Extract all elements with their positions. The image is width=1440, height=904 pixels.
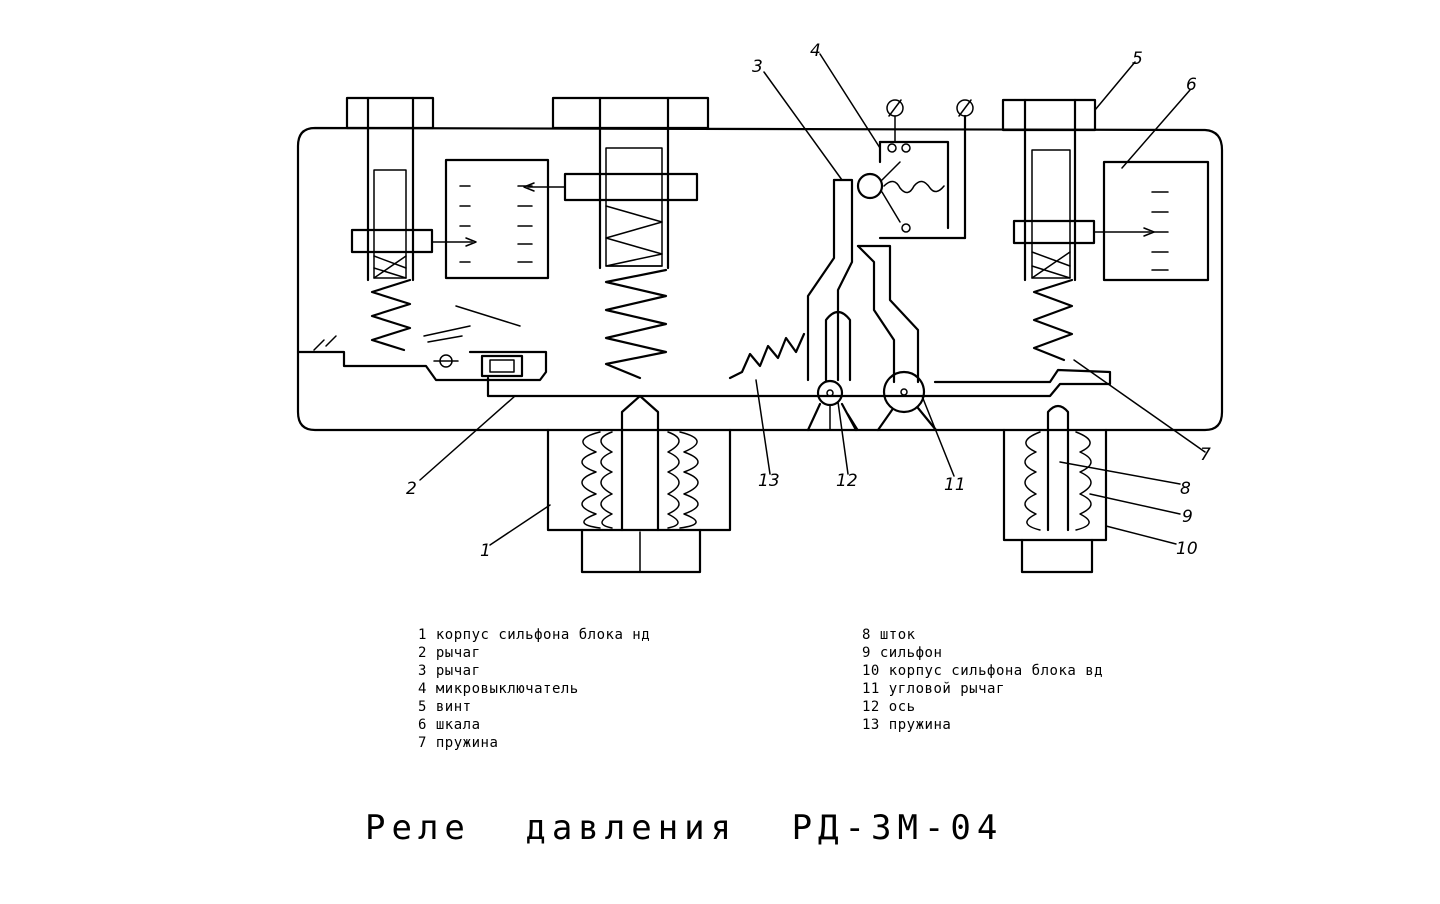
bellows-block-1 (546, 394, 732, 574)
callout-13: 13 (758, 471, 780, 491)
callout-6: 6 (1186, 75, 1197, 95)
legend-item: 9 сильфон (862, 645, 943, 661)
right-scale-6 (1102, 160, 1210, 282)
legend-item: 6 шкала (418, 717, 481, 733)
legend-item: 1 корпус сильфона блока нд (418, 627, 651, 643)
callout-7: 7 (1200, 445, 1211, 465)
callout-2: 2 (406, 479, 417, 499)
callout-3: 3 (752, 57, 763, 77)
right-screw-assembly (1012, 128, 1155, 362)
lever-3 (728, 178, 854, 382)
pivot-axes (806, 370, 938, 432)
top-caps (345, 96, 1097, 132)
left-scale (444, 158, 550, 280)
callout-8: 8 (1180, 479, 1191, 499)
legend-left: 1 корпус сильфона блока нд 2 рычаг 3 рыч… (418, 626, 650, 752)
callout-numbers: 1 2 3 4 5 6 7 8 9 10 11 12 13 (406, 41, 1211, 561)
bellows-block-10 (1002, 404, 1108, 574)
callout-leaders (419, 53, 1206, 546)
legend-item: 8 шток (862, 627, 916, 643)
relay-housing (296, 126, 1224, 432)
angle-lever-11 (856, 244, 920, 384)
callout-9: 9 (1182, 507, 1193, 527)
legend-item: 13 пружина (862, 717, 952, 733)
microswitch-4 (856, 99, 974, 240)
legend-right: 8 шток 9 сильфон 10 корпус сильфона блок… (862, 626, 1103, 734)
callout-10: 10 (1176, 539, 1198, 559)
callout-4: 4 (810, 41, 821, 61)
diagram-title: Реле давления РД-3М-04 (365, 808, 1004, 848)
legend-item: 12 ось (862, 699, 916, 715)
lever-2 (296, 305, 1112, 398)
callout-12: 12 (836, 471, 858, 491)
center-screw-assembly (523, 126, 699, 380)
callout-5: 5 (1132, 49, 1143, 69)
legend-item: 3 рычаг (418, 663, 481, 679)
left-screw-assembly (350, 126, 477, 352)
legend-item: 2 рычаг (418, 645, 481, 661)
legend-item: 5 винт (418, 699, 472, 715)
legend-item: 4 микровыключатель (418, 681, 579, 697)
legend-item: 11 угловой рычаг (862, 681, 1005, 697)
legend-item: 10 корпус сильфона блока вд (862, 663, 1104, 679)
callout-11: 11 (944, 475, 966, 495)
legend-item: 7 пружина (418, 735, 499, 751)
callout-1: 1 (480, 541, 491, 561)
